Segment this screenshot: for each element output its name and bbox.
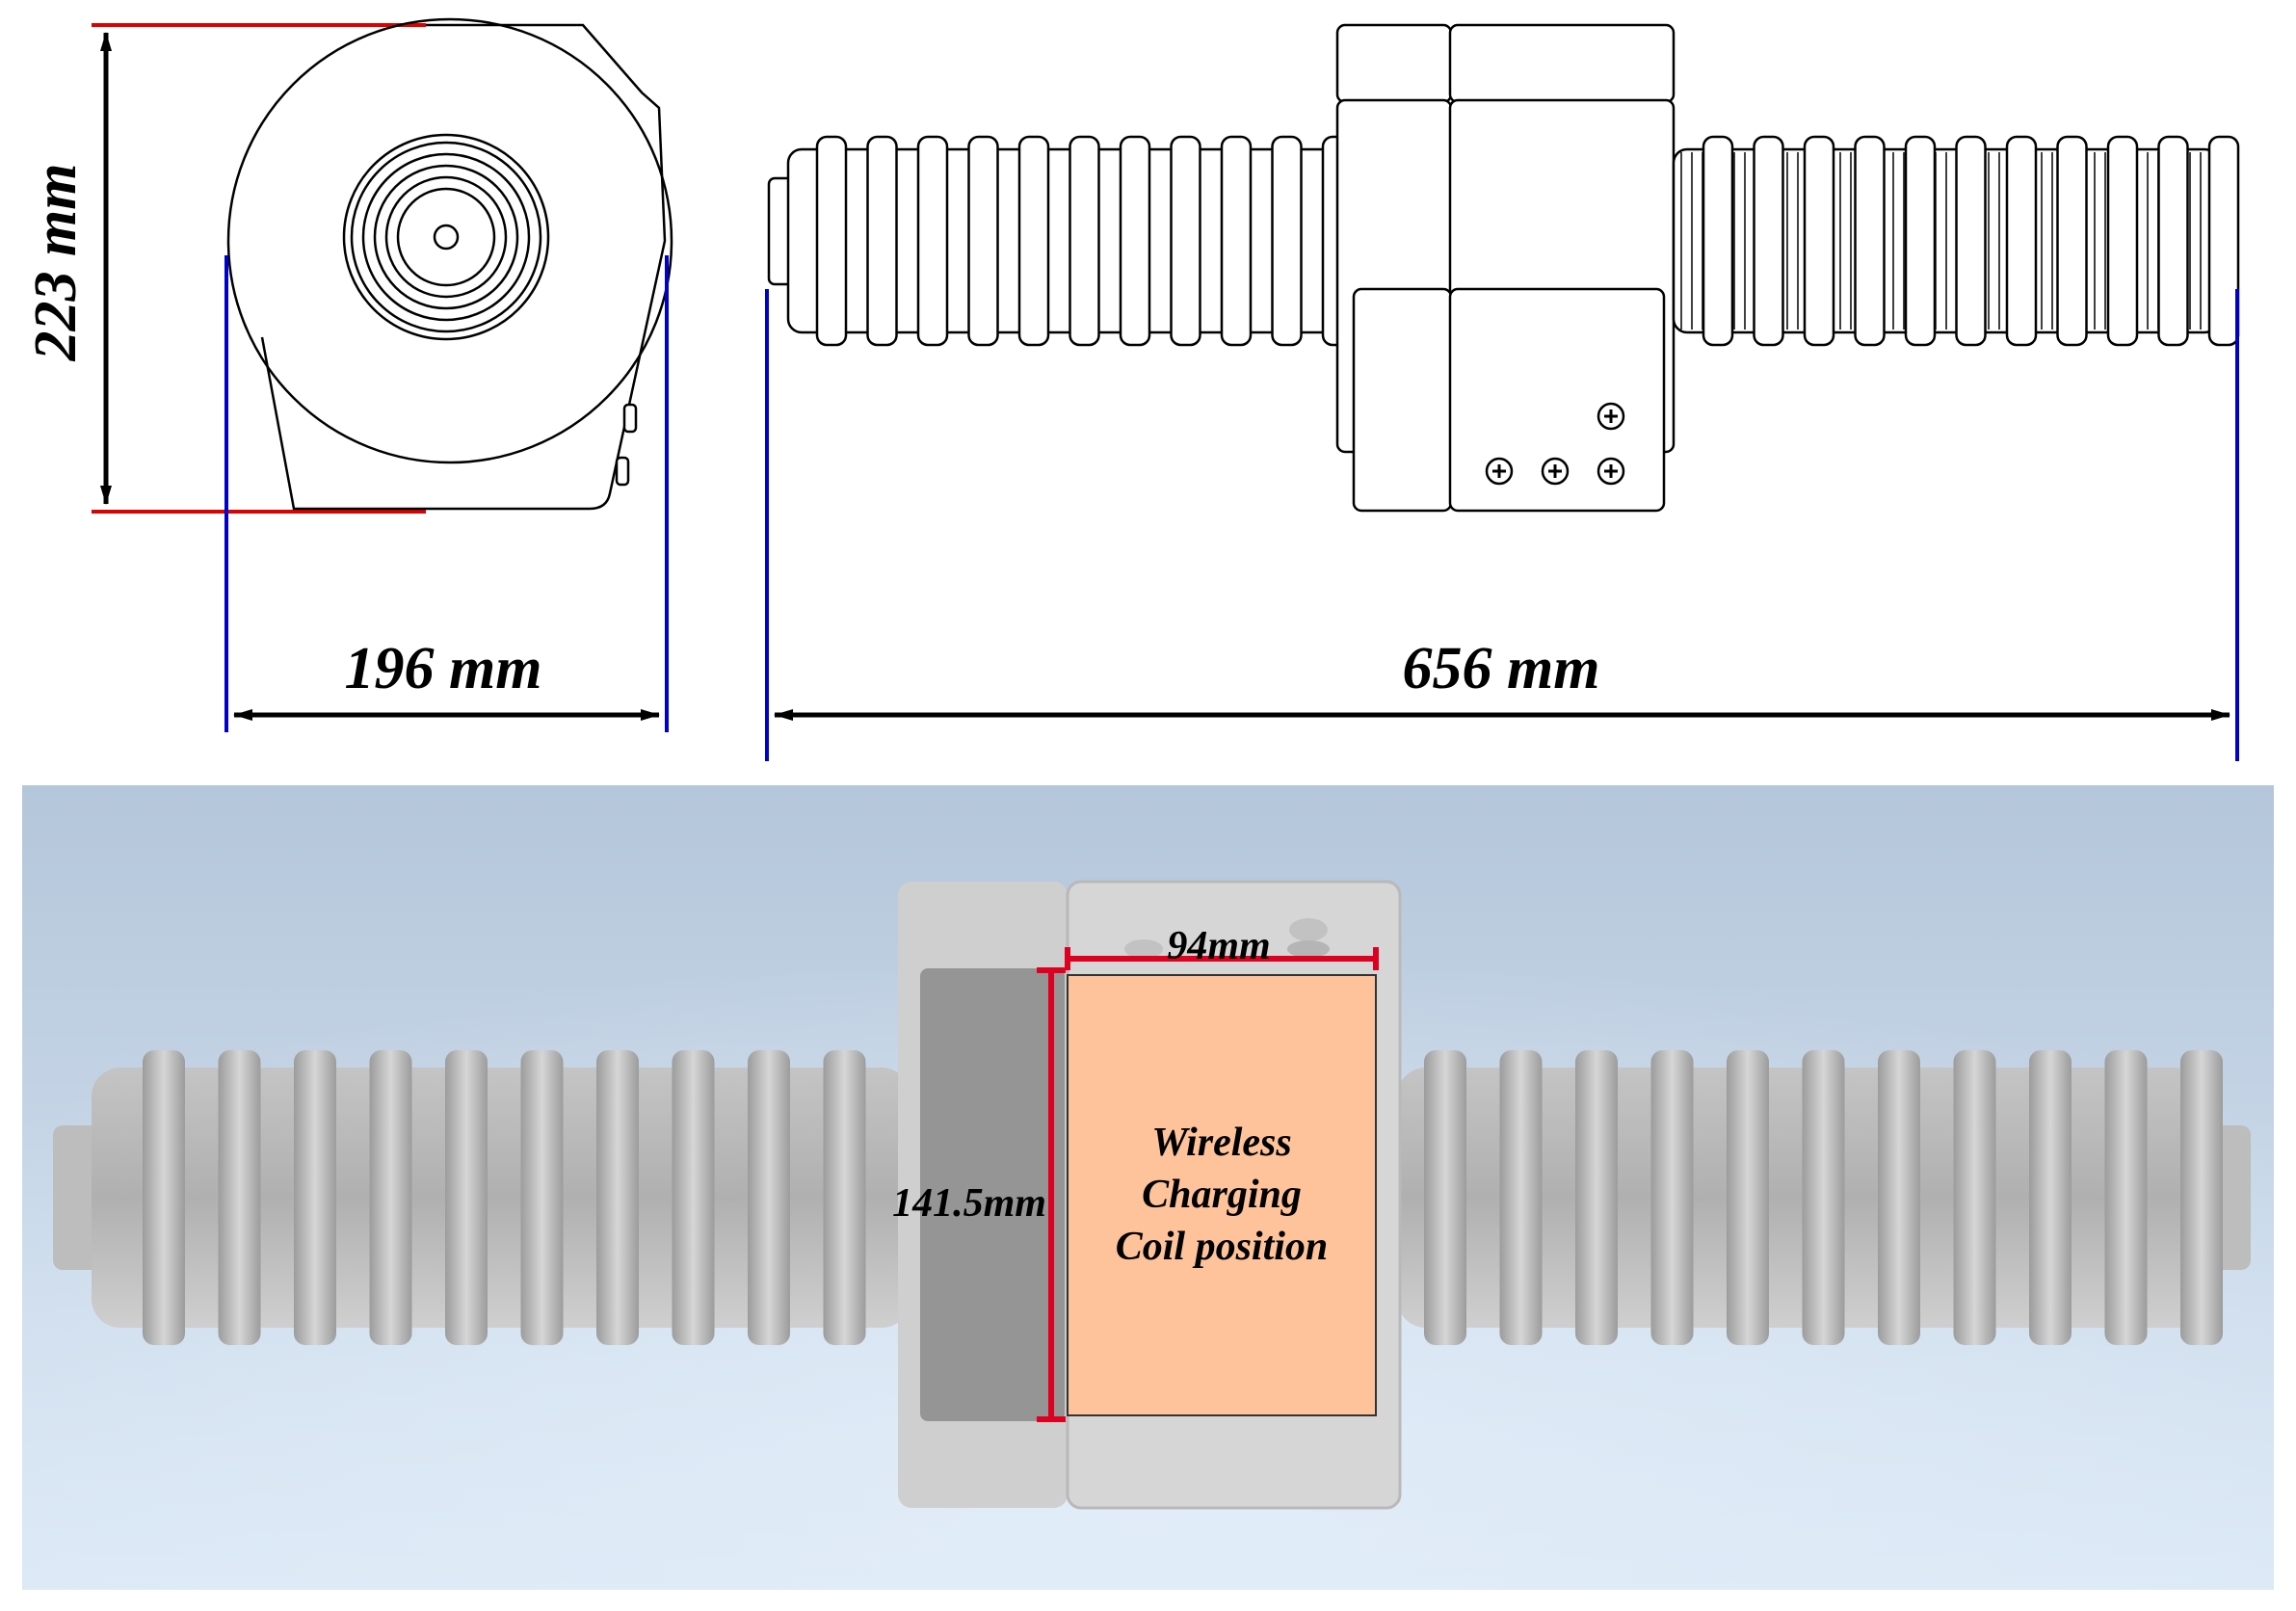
render-rib bbox=[1727, 1050, 1769, 1345]
render-rib bbox=[672, 1050, 715, 1345]
side-view: 223 mm 196 mm bbox=[23, 17, 673, 732]
thread-rib bbox=[1017, 135, 1050, 347]
thread-rib bbox=[916, 135, 949, 347]
render-rib bbox=[1575, 1050, 1618, 1345]
bearing-ring-outer bbox=[342, 133, 550, 341]
thread-rib bbox=[815, 135, 848, 347]
thread-rib bbox=[967, 135, 999, 347]
height-label: 223 mm bbox=[23, 164, 89, 362]
screw-icon bbox=[1597, 457, 1625, 486]
wireless-coil-region bbox=[1067, 974, 1377, 1416]
render-rib bbox=[143, 1050, 185, 1345]
render-rib bbox=[2104, 1050, 2148, 1345]
render-rib bbox=[445, 1050, 488, 1345]
thread-rib bbox=[2157, 135, 2189, 347]
housing-outline bbox=[260, 23, 667, 511]
render-rib bbox=[1878, 1050, 1920, 1345]
render-rib bbox=[748, 1050, 790, 1345]
render-rib bbox=[218, 1050, 261, 1345]
nut-upper-left bbox=[1335, 23, 1453, 104]
screw-icon bbox=[1485, 457, 1514, 486]
thread-rib bbox=[2207, 135, 2240, 347]
side-button-top bbox=[622, 403, 638, 434]
render-rib bbox=[823, 1050, 866, 1345]
thread-rib bbox=[1854, 135, 1886, 347]
thread-rib bbox=[2056, 135, 2088, 347]
render-view: Wireless Charging Coil position 94mm 141… bbox=[22, 785, 2274, 1590]
thread-rib bbox=[866, 135, 898, 347]
render-rib bbox=[1802, 1050, 1845, 1345]
left-thread-ribs bbox=[815, 135, 1354, 347]
thread-rib bbox=[1753, 135, 1784, 347]
thread-rib bbox=[1803, 135, 1835, 347]
render-rib bbox=[2029, 1050, 2072, 1345]
render-rib bbox=[1499, 1050, 1543, 1345]
thread-rib bbox=[1955, 135, 1987, 347]
render-rib bbox=[1424, 1050, 1466, 1345]
width-label: 196 mm bbox=[345, 636, 542, 701]
coil-label-line2: Charging bbox=[1142, 1173, 1302, 1217]
thread-rib bbox=[2005, 135, 2038, 347]
length-label: 656 mm bbox=[1403, 636, 1600, 701]
thread-rib bbox=[1702, 135, 1734, 347]
thread-rib bbox=[1119, 135, 1151, 347]
render-rib bbox=[369, 1050, 412, 1345]
housing-drum bbox=[226, 17, 673, 464]
screw-icon bbox=[1541, 457, 1570, 486]
screw-icon bbox=[1597, 402, 1625, 431]
nut-upper-right bbox=[1448, 23, 1676, 104]
render-rib bbox=[520, 1050, 564, 1345]
nut-lower-left bbox=[1352, 287, 1453, 513]
right-thread-ribs bbox=[1702, 135, 2240, 347]
coil-label-line3: Coil position bbox=[1116, 1225, 1329, 1269]
thread-rib bbox=[1904, 135, 1937, 347]
coil-height-label: 141.5mm bbox=[892, 1181, 1046, 1226]
screws bbox=[1485, 402, 1625, 486]
render-rib bbox=[294, 1050, 336, 1345]
render-rib bbox=[1953, 1050, 1996, 1345]
render-rib bbox=[596, 1050, 639, 1345]
side-button-bottom bbox=[615, 456, 630, 487]
thread-rib bbox=[1220, 135, 1253, 347]
render-rib bbox=[2180, 1050, 2223, 1345]
bearing-center bbox=[433, 224, 460, 251]
coil-width-label: 94mm bbox=[1167, 924, 1270, 968]
coil-label-line1: Wireless bbox=[1151, 1121, 1291, 1165]
thread-rib bbox=[1271, 135, 1303, 347]
front-view: 656 mm bbox=[765, 23, 2240, 761]
thread-rib bbox=[1170, 135, 1201, 347]
thread-rib bbox=[1069, 135, 1100, 347]
nut-lower-right bbox=[1448, 287, 1666, 513]
thread-rib bbox=[2106, 135, 2139, 347]
render-rib bbox=[1650, 1050, 1694, 1345]
render-thread-ribs bbox=[143, 1050, 2223, 1345]
